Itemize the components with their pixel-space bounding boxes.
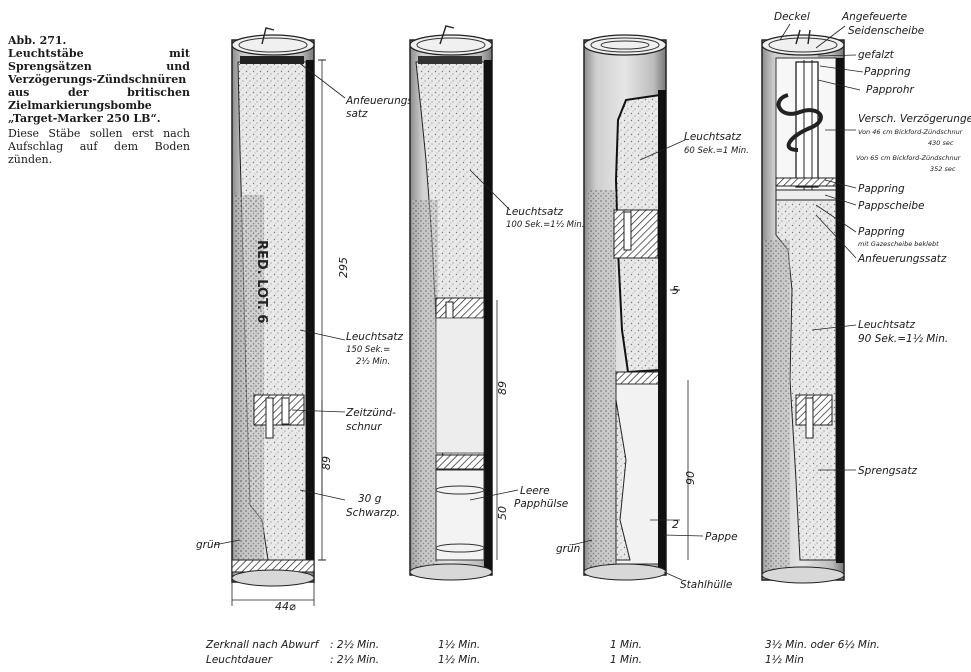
figure-note: Diese Stäbe sollen erst nach Aufschlag a… [8, 127, 190, 166]
figure-caption: Abb. 271. Leuchtstäbe mit Sprengsätzen u… [8, 34, 190, 166]
stick-4-label-verz-a-1: Von 46 cm Bickford-Zündschnur [858, 128, 964, 136]
stick-1-label-leuchtsatz-3: 2½ Min. [356, 357, 390, 367]
stick-1-label-zeitzuend-1: Zeitzünd- [345, 407, 396, 419]
stick-4-label-verz-b-2: 352 sec [930, 165, 956, 173]
stick-1-label-gruen: grün [196, 539, 220, 551]
bottom-table: Zerknall nach Abwurf : 2½ Min. 1½ Min. 1… [205, 639, 880, 666]
row2-label: Leuchtdauer [206, 654, 273, 666]
stick-2-low-dim: 50 [496, 506, 509, 520]
stick-1-stamp: RED. LOT. 6 [254, 240, 269, 323]
stick-1-label-anfeuerung-2: satz [346, 108, 368, 120]
stick-3-label-leuchtsatz-2: 60 Sek.=1 Min. [684, 146, 749, 156]
stick-4: Deckel Angefeuerte Seidenscheibe gefalzt… [761, 11, 971, 584]
stick-1-label-zeitzuend-2: schnur [346, 421, 382, 433]
row2-col3: 1 Min. [610, 654, 642, 666]
stick-4-label-angefeuert-1: Angefeuerte [841, 11, 907, 23]
stick-4-label-spreng: Sprengsatz [858, 465, 917, 477]
stick-4-label-pappring-3: Pappring [858, 226, 905, 238]
stick-1-label-schwarz-1: 30 g [358, 493, 382, 505]
stick-2-label-leere-1: Leere [520, 485, 550, 497]
stick-3-lower-dim: 90 [684, 471, 697, 485]
stick-2-label-leuchtsatz-1: Leuchtsatz [506, 206, 564, 218]
stick-4-label-gefalzt: gefalzt [858, 49, 895, 61]
stick-1-label-schwarz-2: Schwarzp. [346, 507, 400, 519]
stick-3: 5 90 2 Leuchtsatz 60 Sek.=1 Min. Pappe S… [556, 34, 749, 591]
stick-1-lower-dim: 89 [320, 456, 333, 470]
figure-number: Abb. 271. [8, 34, 67, 47]
row1-col4: 3½ Min. oder 6½ Min. [765, 639, 880, 651]
stick-4-label-pappring: Pappring [864, 66, 911, 78]
stick-4-label-leuchtsatz-1: Leuchtsatz [858, 319, 916, 331]
stick-1-label-leuchtsatz-1: Leuchtsatz [346, 331, 404, 343]
row1-col2: 1½ Min. [438, 639, 480, 651]
stick-4-label-verz: Versch. Verzögerungen [858, 113, 971, 125]
stick-4-label-pappscheibe: Pappscheibe [858, 200, 925, 212]
stick-2-label-leuchtsatz-2: 100 Sek.=1½ Min. [506, 220, 584, 230]
stick-4-label-papprohr: Papprohr [866, 84, 914, 96]
stick-1-label-leuchtsatz-2: 150 Sek.= [346, 345, 390, 355]
stick-3-dim-2: 2 [672, 518, 679, 531]
stick-3-label-gruen: grün [556, 543, 580, 555]
stick-1-length-dim: 295 [337, 257, 350, 278]
stick-1: RED. LOT. 6 295 89 44⌀ Anfeuerungs satz … [196, 27, 413, 613]
stick-3-wall-dim: 5 [672, 284, 679, 297]
stick-3-label-pappe: Pappe [705, 531, 738, 543]
stick-4-label-angefeuert-2: Seidenscheibe [848, 25, 924, 37]
stick-4-label-anfeuerung: Anfeuerungssatz [857, 253, 947, 265]
stick-4-label-verz-b-1: Von 65 cm Bickford-Zündschnur [856, 154, 962, 162]
stick-4-label-verz-a-2: 430 sec [928, 139, 954, 147]
stick-4-label-gaze: mit Gazescheibe beklebt [858, 240, 939, 248]
stick-4-label-deckel: Deckel [774, 11, 810, 23]
stick-3-label-stahl: Stahlhülle [680, 579, 732, 591]
row2-col1: : 2½ Min. [330, 654, 379, 666]
row2-col4: 1½ Min [765, 654, 804, 666]
stick-1-bottom-band [234, 195, 264, 580]
row2-col2: 1½ Min. [438, 654, 480, 666]
row1-label: Zerknall nach Abwurf [205, 639, 321, 651]
stick-4-label-pappring-2: Pappring [858, 183, 905, 195]
figure-title: Leuchtstäbe mit Sprengsätzen und Verzöge… [8, 47, 190, 125]
stick-2: 89 50 Leuchtsatz 100 Sek.=1½ Min. Leere … [409, 25, 584, 581]
stick-3-label-leuchtsatz-1: Leuchtsatz [684, 131, 742, 143]
stick-1-diameter-dim: 44⌀ [275, 600, 296, 613]
stick-2-label-leere-2: Papphülse [514, 498, 568, 510]
row1-col3: 1 Min. [610, 639, 642, 651]
row1-col1: : 2½ Min. [330, 639, 379, 651]
stick-4-label-leuchtsatz-2: 90 Sek.=1½ Min. [858, 333, 948, 345]
stick-1-label-anfeuerung-1: Anfeuerungs [345, 95, 413, 107]
stick-2-mid-dim: 89 [496, 381, 509, 395]
